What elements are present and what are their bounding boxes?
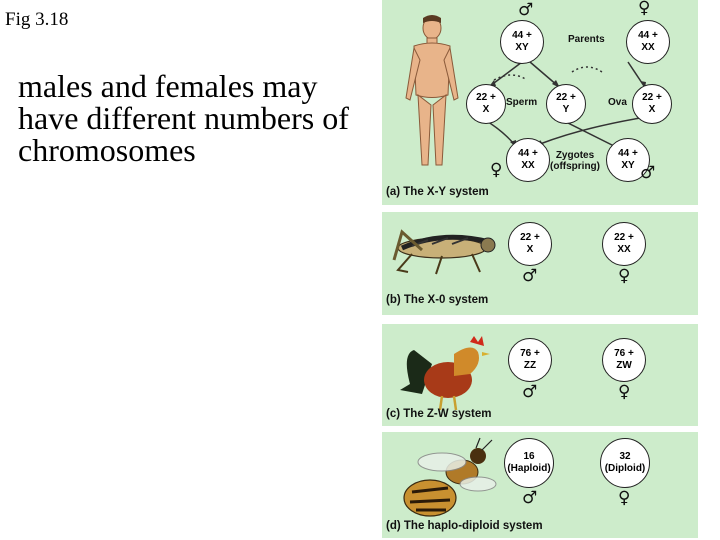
sperm-y-circle: 22 +Y	[546, 84, 586, 124]
zygote-female-circle: 44 +XX	[506, 138, 550, 182]
panel-haplo-diploid-system: 16(Haploid) ♂ 32(Diploid) ♀ (d) The hapl…	[382, 432, 698, 538]
zygote-male-circle: 44 +XY	[606, 138, 650, 182]
panel-xy-system: ♂ ♀ 44 +XY Parents 44 +XX 22 +X Sperm 22…	[382, 0, 698, 205]
male-symbol-zw: ♂	[522, 382, 538, 402]
panel-c-title: (c) The Z-W system	[386, 408, 492, 420]
ova-label: Ova	[608, 97, 627, 108]
female-symbol-x0: ♀	[618, 266, 631, 286]
offspring-label: (offspring)	[550, 161, 600, 172]
female-circle-diploid: 32(Diploid)	[600, 438, 650, 488]
parents-label: Parents	[568, 34, 605, 45]
bullet-text: males and females may have different num…	[18, 68, 349, 168]
panel-zw-system: 76 +ZZ ♂ 76 +ZW ♀ (c) The Z-W system	[382, 324, 698, 426]
panel-x0-system: 22 +X ♂ 22 +XX ♀ (b) The X-0 system	[382, 212, 698, 315]
panel-a-title: (a) The X-Y system	[386, 186, 489, 198]
parent-male-circle: 44 +XY	[500, 20, 544, 64]
sperm-label: Sperm	[506, 97, 538, 108]
parent-female-circle: 44 +XX	[626, 20, 670, 64]
male-symbol-haploid: ♂	[522, 488, 538, 508]
male-circle-zw: 76 +ZZ	[508, 338, 552, 382]
human-figure-illustration	[405, 15, 646, 166]
female-symbol-zw: ♀	[618, 382, 631, 402]
zygote-female-symbol: ♀	[490, 160, 503, 180]
male-circle-x0: 22 +X	[508, 222, 552, 266]
panel-b-title: (b) The X-0 system	[386, 294, 489, 306]
zygote-male-symbol: ♂	[640, 163, 656, 183]
male-symbol: ♂	[518, 0, 534, 20]
bee-illustration	[403, 437, 497, 517]
rooster-illustration	[400, 336, 490, 411]
panel-d-title: (d) The haplo-diploid system	[386, 520, 543, 532]
female-symbol-diploid: ♀	[618, 488, 631, 508]
female-circle-zw: 76 +ZW	[602, 338, 646, 382]
female-circle-x0: 22 +XX	[602, 222, 646, 266]
grasshopper-illustration	[392, 229, 496, 275]
female-symbol: ♀	[638, 0, 651, 18]
ova-x-circle: 22 +X	[632, 84, 672, 124]
zygotes-label: Zygotes (offspring)	[550, 150, 600, 172]
sperm-x-circle: 22 +X	[466, 84, 506, 124]
male-circle-haploid: 16(Haploid)	[504, 438, 554, 488]
zygotes-label-text: Zygotes	[555, 150, 595, 161]
male-symbol-x0: ♂	[522, 266, 538, 286]
figure-label: Fig 3.18	[5, 9, 69, 30]
